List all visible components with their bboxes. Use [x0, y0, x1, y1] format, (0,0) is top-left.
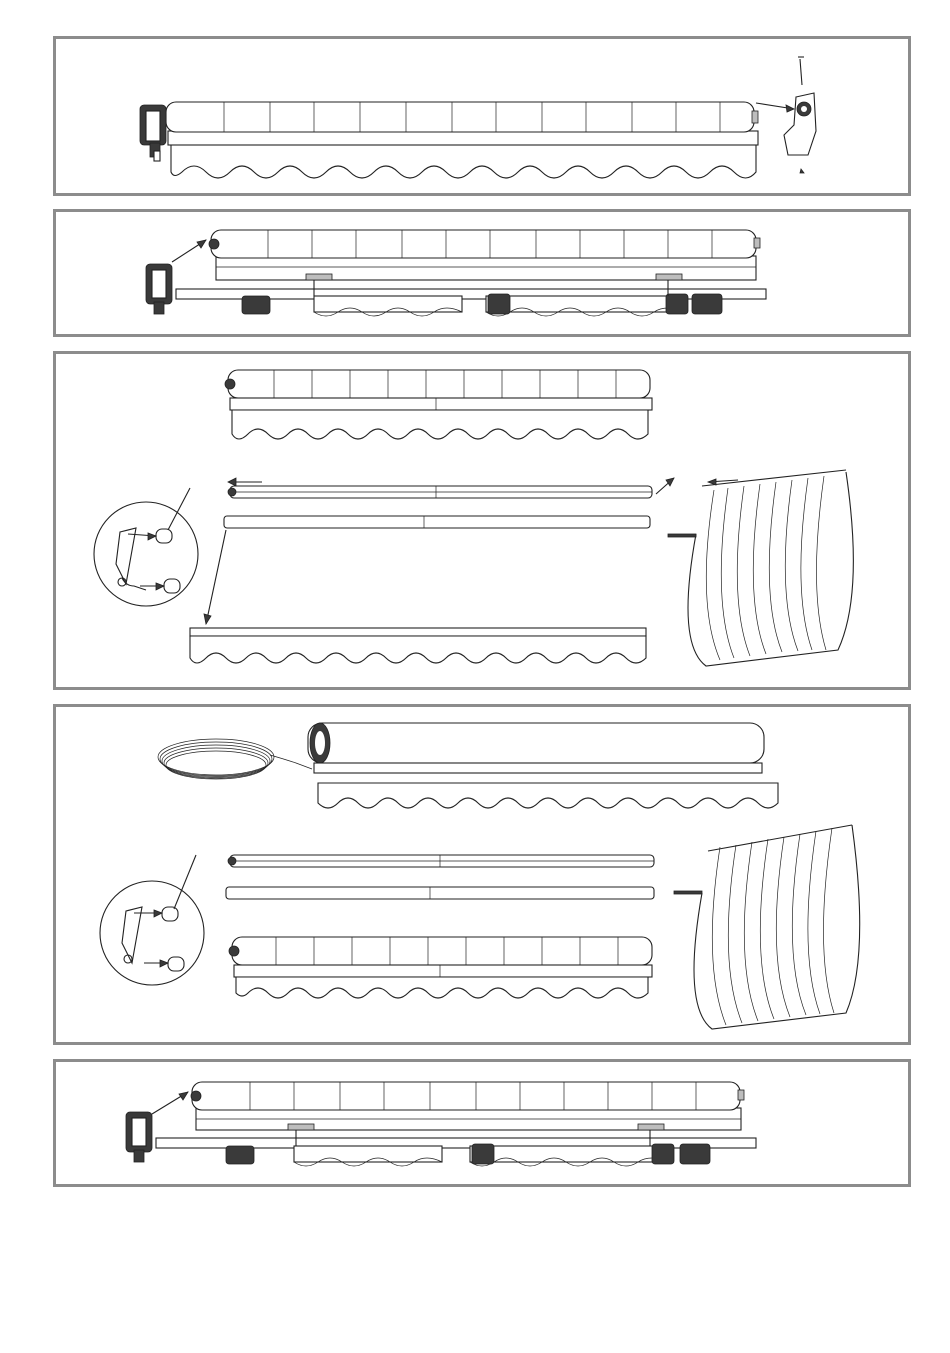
- step-4-panel: [53, 704, 911, 1045]
- step-3-panel: [53, 351, 911, 690]
- step-2-panel: [53, 209, 911, 337]
- roller-with-fabric: [308, 723, 778, 808]
- step-5-panel: [53, 1059, 911, 1187]
- assembled-roller: [229, 937, 652, 998]
- assembled-roller: [225, 370, 652, 439]
- roller-tube: [191, 1082, 744, 1110]
- step-5-illustration: [56, 1062, 908, 1184]
- detail-inset: [94, 488, 198, 606]
- roller-tube: [166, 102, 758, 132]
- step-4-illustration: [56, 707, 908, 1042]
- step-2-illustration: [56, 212, 908, 334]
- exploded-tube: [224, 478, 674, 528]
- exploded-tube: [226, 855, 654, 899]
- frame-rails: [156, 1108, 756, 1148]
- step-1-panel: [53, 36, 911, 196]
- insert-arrow: [756, 103, 794, 112]
- roller-tube: [209, 230, 760, 258]
- right-bracket: [784, 57, 816, 173]
- awning-fabric: [674, 825, 860, 1029]
- valance-bar: [190, 530, 646, 663]
- awning-fabric: [668, 470, 853, 666]
- cable-coil: [158, 739, 312, 779]
- step-1-illustration: [56, 39, 908, 193]
- step-3-illustration: [56, 354, 908, 687]
- left-bracket: [146, 240, 206, 314]
- detail-inset: [100, 855, 204, 985]
- left-bracket: [126, 1092, 188, 1162]
- valance-bar: [168, 131, 758, 178]
- left-bracket: [140, 105, 166, 161]
